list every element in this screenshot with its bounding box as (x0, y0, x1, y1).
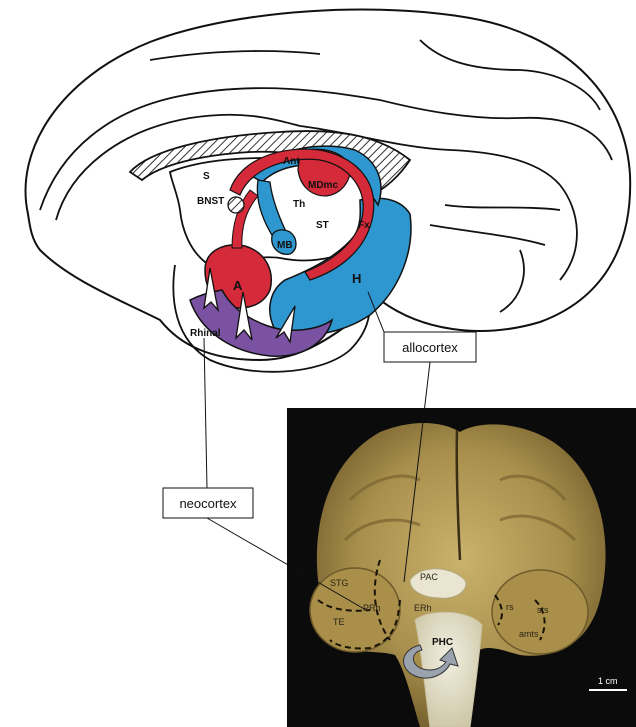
label-pac: PAC (420, 572, 438, 582)
label-stg: STG (330, 578, 349, 588)
label-erh: ERh (414, 603, 432, 613)
label-h: H (352, 271, 361, 286)
neocortex-label: neocortex (179, 496, 237, 511)
label-a: A (233, 278, 243, 293)
medial-brain-drawing: S BNST Ant MDmc Th ST Fx MB A H Rhinal (26, 10, 631, 372)
label-bnst: BNST (197, 196, 224, 207)
anterior-commissure (228, 197, 244, 213)
label-prh: PRh (363, 603, 381, 613)
label-te: TE (333, 617, 345, 627)
label-fx: Fx (358, 220, 370, 231)
allocortex-label: allocortex (402, 340, 458, 355)
label-mdmc: MDmc (308, 180, 338, 191)
label-amts: amts (519, 629, 539, 639)
label-phc: PHC (432, 637, 453, 648)
label-s: S (203, 171, 210, 182)
label-rs: rs (506, 602, 514, 612)
neocortex-leader-top (204, 338, 207, 488)
label-rhinal: Rhinal (190, 328, 221, 339)
label-ant: Ant (283, 156, 300, 167)
label-th: Th (293, 199, 305, 210)
scale-bar-label: 1 cm (598, 676, 618, 686)
label-mb: MB (277, 240, 293, 251)
label-st: ST (316, 220, 329, 231)
ventral-brain-photo: STG TE PRh PAC ERh PHC rs sts amts 1 cm (287, 408, 636, 727)
label-sts: sts (537, 605, 549, 615)
